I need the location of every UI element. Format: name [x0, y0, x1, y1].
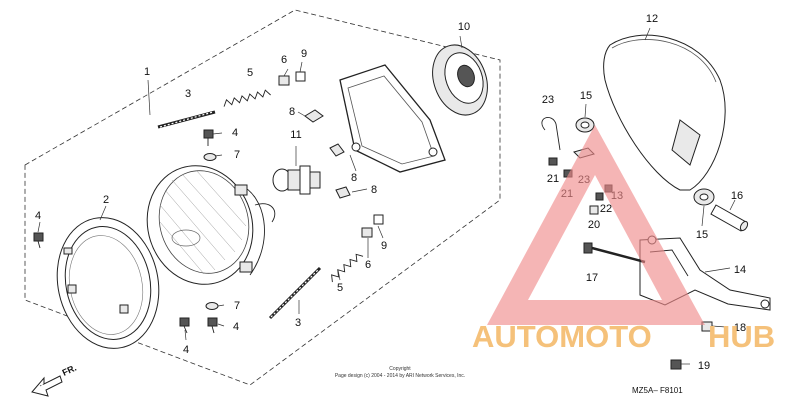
callout-17: 17 [586, 272, 598, 284]
callout-6-lower: 6 [365, 259, 371, 271]
nut-9b [373, 214, 384, 225]
diagram-code: MZ5A– F8101 [632, 386, 683, 395]
bulb-socket-cover [432, 44, 488, 116]
watermark-triangle [487, 125, 705, 325]
callout-3-lower: 3 [295, 317, 301, 329]
callout-4a: 4 [232, 127, 238, 139]
adjusting-screw-upper [157, 110, 216, 129]
clip-8c [335, 186, 351, 199]
callout-1: 1 [144, 66, 150, 78]
callout-23a: 23 [542, 94, 554, 106]
grommet-15b [693, 188, 715, 206]
nut-6b [361, 227, 373, 238]
callout-12: 12 [646, 13, 658, 25]
wire-clamp-23 [541, 117, 561, 151]
adjusting-screw-lower [268, 266, 322, 320]
nut-6a [278, 75, 290, 86]
nut-9a [295, 71, 306, 82]
callout-4c: 4 [183, 344, 189, 356]
callout-5-upper: 5 [247, 67, 253, 79]
callout-4d: 4 [233, 321, 239, 333]
callout-10: 10 [458, 21, 470, 33]
washer-7a [203, 153, 217, 161]
bolt-22 [595, 192, 604, 201]
washer-7b [205, 302, 219, 310]
spring-lower [331, 253, 364, 283]
callout-5-lower: 5 [337, 282, 343, 294]
callout-16: 16 [731, 190, 743, 202]
screw-4d [207, 317, 218, 334]
leader-lines [37, 27, 736, 365]
callout-11: 11 [290, 129, 301, 141]
callout-22: 22 [600, 203, 612, 215]
callout-20: 20 [588, 219, 600, 231]
screw-4b [33, 232, 44, 249]
collar-16 [710, 204, 749, 232]
callout-15a: 15 [580, 90, 592, 102]
screw-4a [203, 129, 214, 146]
callout-9-lower: 9 [381, 240, 387, 252]
bolt-19 [670, 359, 682, 370]
headlight-bulb [272, 165, 321, 195]
callout-6-upper: 6 [281, 54, 287, 66]
callout-8b: 8 [351, 172, 357, 184]
spring-upper [223, 89, 271, 107]
bolt-21a [548, 157, 558, 166]
copyright-line2: Page design (c) 2004 - 2014 by ARI Netwo… [335, 373, 465, 379]
callout-4b: 4 [35, 210, 41, 222]
callout-8c: 8 [371, 184, 377, 196]
clip-8a [304, 109, 324, 123]
watermark-text-part1: AUTOMOTO [472, 319, 652, 354]
watermark-logo [487, 125, 705, 325]
bolt-20 [589, 205, 599, 215]
callout-7-lower: 7 [234, 300, 240, 312]
callout-7-upper: 7 [234, 149, 240, 161]
headlight-rim [56, 217, 160, 349]
front-direction-label: FR. [61, 363, 78, 378]
headlight-case [603, 34, 726, 191]
callout-21a: 21 [547, 173, 559, 185]
nut-18 [701, 321, 713, 332]
callout-8a: 8 [289, 106, 295, 118]
callout-3-upper: 3 [185, 88, 191, 100]
front-direction-arrow [31, 375, 63, 397]
callout-19: 19 [698, 360, 710, 372]
headlight-case-bracket [339, 64, 446, 173]
callout-15b: 15 [696, 229, 708, 241]
grommet-15a [575, 117, 595, 133]
clip-8b [329, 143, 345, 157]
callout-18: 18 [734, 322, 746, 334]
headlight-unit [146, 165, 276, 285]
copyright-line1: Copyright [389, 366, 411, 372]
callout-9-upper: 9 [301, 48, 307, 60]
watermark-text-part2: HUB [708, 319, 775, 354]
callout-14: 14 [734, 264, 746, 276]
bolt-17 [583, 242, 646, 264]
screw-4c [179, 317, 190, 334]
callout-2: 2 [103, 194, 109, 206]
